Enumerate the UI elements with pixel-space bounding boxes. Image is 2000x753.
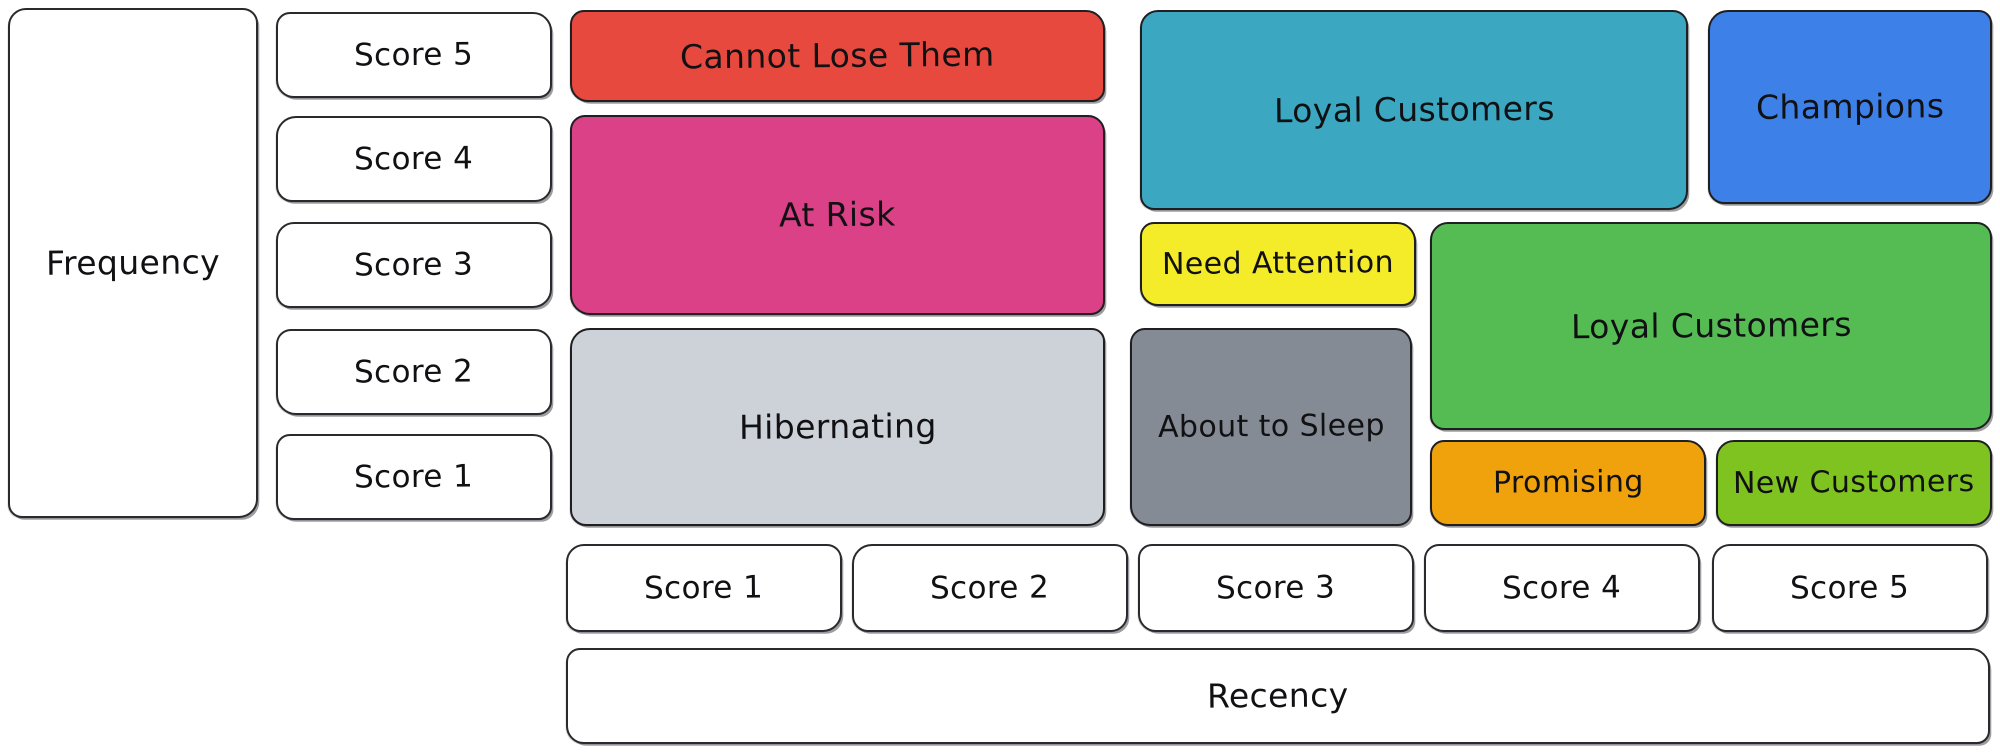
frequency-axis-label: Frequency	[45, 241, 221, 283]
frequency-axis-title: Frequency	[8, 8, 258, 518]
segment-about-to-sleep[interactable]: About to Sleep	[1130, 328, 1412, 526]
segment-loyal-customers-teal[interactable]: Loyal Customers	[1140, 10, 1688, 210]
segment-promising[interactable]: Promising	[1430, 440, 1706, 526]
frequency-score-1[interactable]: Score 1	[276, 434, 552, 520]
frequency-score-5[interactable]: Score 5	[276, 12, 552, 98]
recency-axis-label: Recency	[1207, 675, 1349, 716]
recency-score-5[interactable]: Score 5	[1712, 544, 1988, 632]
recency-score-4[interactable]: Score 4	[1424, 544, 1700, 632]
recency-axis-title: Recency	[566, 648, 1990, 744]
segment-champions[interactable]: Champions	[1708, 10, 1992, 204]
segment-hibernating[interactable]: Hibernating	[570, 328, 1105, 526]
recency-score-1[interactable]: Score 1	[566, 544, 842, 632]
frequency-score-4[interactable]: Score 4	[276, 116, 552, 202]
recency-score-3[interactable]: Score 3	[1138, 544, 1414, 632]
segment-cannot-lose-them[interactable]: Cannot Lose Them	[570, 10, 1105, 102]
frequency-score-2[interactable]: Score 2	[276, 329, 552, 415]
segment-need-attention[interactable]: Need Attention	[1140, 222, 1416, 306]
recency-score-2[interactable]: Score 2	[852, 544, 1128, 632]
segment-loyal-customers-green[interactable]: Loyal Customers	[1430, 222, 1992, 430]
segment-at-risk[interactable]: At Risk	[570, 115, 1105, 315]
segment-new-customers[interactable]: New Customers	[1716, 440, 1992, 526]
frequency-score-3[interactable]: Score 3	[276, 222, 552, 308]
